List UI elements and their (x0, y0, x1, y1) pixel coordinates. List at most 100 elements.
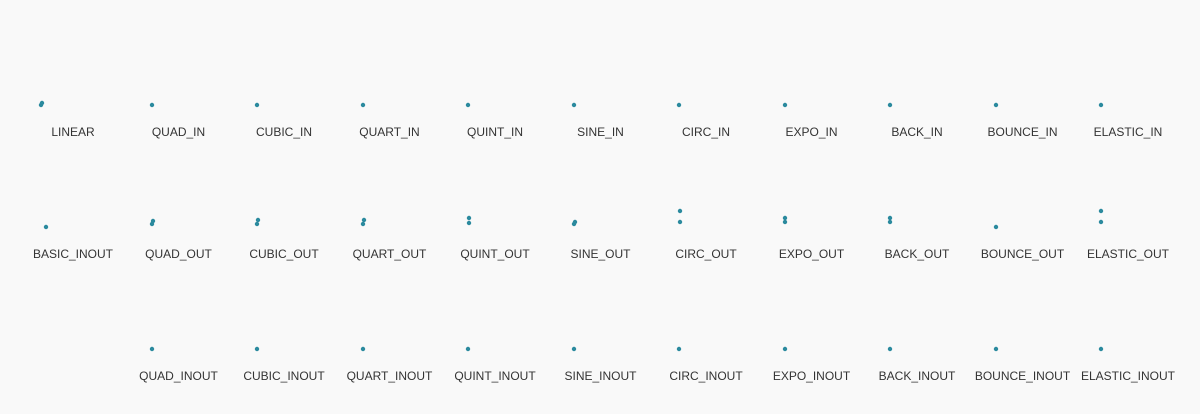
motion-trail (782, 102, 787, 108)
easing-dot (676, 346, 682, 352)
easing-cell-quad-in: QUAD_IN (126, 95, 232, 155)
motion-trail (676, 102, 682, 108)
easing-label: ELASTIC_IN (1093, 125, 1163, 139)
easing-dot (466, 220, 472, 226)
motion-trail (43, 224, 49, 230)
motion-trail (465, 102, 471, 108)
easing-cell-cubic-out: CUBIC_OUT (231, 217, 337, 277)
easing-dot (254, 102, 260, 108)
easing-cell-bounce-in: BOUNCE_IN (970, 95, 1076, 155)
easing-dot (571, 346, 576, 352)
easing-cell-circ-in: CIRC_IN (653, 95, 759, 155)
motion-trail (38, 100, 45, 108)
motion-trail (782, 346, 787, 352)
easing-label: BOUNCE_OUT (980, 247, 1065, 261)
easing-dot (676, 102, 682, 108)
motion-trail (887, 102, 893, 108)
easing-cell-sine-out: SINE_OUT (548, 217, 654, 277)
motion-trail (1098, 346, 1104, 352)
easing-label: EXPO_IN (785, 125, 838, 139)
easing-dot (993, 346, 998, 352)
easing-dot (360, 221, 365, 227)
motion-trail (254, 102, 260, 108)
easing-label: QUINT_OUT (460, 247, 530, 261)
easing-cell-bounce-inout: BOUNCE_INOUT (970, 339, 1076, 399)
motion-trail (887, 215, 893, 225)
easing-label: QUAD_OUT (145, 247, 212, 261)
easing-cell-back-out: BACK_OUT (864, 215, 970, 277)
motion-trail (571, 346, 576, 352)
easing-label: QUINT_INOUT (454, 369, 536, 383)
easing-cell-quart-in: QUART_IN (337, 95, 443, 155)
easing-cell-quint-out: QUINT_OUT (442, 215, 548, 277)
easing-cell-quad-inout: QUAD_INOUT (126, 339, 232, 399)
easing-label: BOUNCE_INOUT (974, 369, 1071, 383)
easing-cell-quart-inout: QUART_INOUT (337, 339, 443, 399)
easing-label: CUBIC_OUT (249, 247, 319, 261)
easing-dot (466, 215, 472, 221)
easing-dot (255, 217, 261, 223)
motion-trail (465, 346, 471, 352)
motion-trail (1098, 102, 1104, 108)
easing-cell-cubic-in: CUBIC_IN (231, 95, 337, 155)
easing-cell-expo-out: EXPO_OUT (759, 215, 865, 277)
easing-cell-expo-in: EXPO_IN (759, 95, 865, 155)
easing-dot (254, 346, 260, 352)
motion-trail (360, 217, 366, 227)
easing-label: SINE_OUT (570, 247, 631, 261)
easing-label: QUINT_IN (466, 125, 523, 139)
easing-dot (572, 219, 577, 225)
easing-cell-sine-inout: SINE_INOUT (548, 339, 654, 399)
motion-trail (149, 346, 154, 352)
easing-dot (782, 102, 787, 108)
easing-label: ELASTIC_OUT (1086, 247, 1170, 261)
easing-dot (993, 102, 998, 108)
easing-label: SINE_INOUT (564, 369, 637, 383)
easing-cell-elastic-out: ELASTIC_OUT (1075, 208, 1181, 277)
easing-cell-elastic-in: ELASTIC_IN (1075, 95, 1181, 155)
easing-dot (465, 102, 471, 108)
easing-cell-quint-inout: QUINT_INOUT (442, 339, 548, 399)
easing-cell-quad-out: QUAD_OUT (126, 217, 232, 277)
easing-cell-quint-in: QUINT_IN (442, 95, 548, 155)
motion-trail (676, 346, 682, 352)
motion-trail (677, 208, 683, 225)
easing-cell-elastic-inout: ELASTIC_INOUT (1075, 339, 1181, 399)
motion-trail (1098, 208, 1104, 225)
easing-label: CIRC_OUT (675, 247, 737, 261)
motion-trail (887, 346, 893, 352)
easing-dot (782, 215, 787, 221)
easing-label: BACK_IN (891, 125, 943, 139)
motion-trail (149, 102, 154, 108)
easing-dot (887, 102, 893, 108)
easing-dot (360, 346, 365, 352)
easing-dot (149, 102, 154, 108)
easing-dot (1098, 208, 1104, 214)
motion-trail (571, 102, 576, 108)
easing-dot (43, 224, 49, 230)
motion-trail (993, 102, 998, 108)
easing-cell-linear: LINEAR (20, 95, 126, 155)
easing-cell-basic-inout: BASIC_INOUT (20, 217, 126, 277)
easing-dot (887, 215, 893, 221)
easing-label: QUAD_INOUT (139, 369, 218, 383)
easing-cell-bounce-out: BOUNCE_OUT (970, 217, 1076, 277)
easing-label: EXPO_INOUT (772, 369, 851, 383)
easing-dot (150, 218, 155, 224)
easing-dot (677, 219, 683, 225)
easing-dot (1098, 102, 1104, 108)
easing-label: EXPO_OUT (778, 247, 845, 261)
easing-label: QUART_INOUT (346, 369, 433, 383)
easing-label: CUBIC_INOUT (243, 369, 325, 383)
easing-dot (677, 208, 683, 214)
easing-dot (149, 346, 154, 352)
easing-dot (361, 217, 366, 223)
easing-label: QUART_OUT (352, 247, 427, 261)
easing-label: ELASTIC_INOUT (1080, 369, 1176, 383)
easing-dot (39, 100, 45, 106)
easing-label: CIRC_IN (681, 125, 730, 139)
motion-trail (466, 215, 472, 226)
easing-dot (887, 219, 893, 225)
easing-label: SINE_IN (577, 125, 624, 139)
motion-trail (360, 102, 365, 108)
